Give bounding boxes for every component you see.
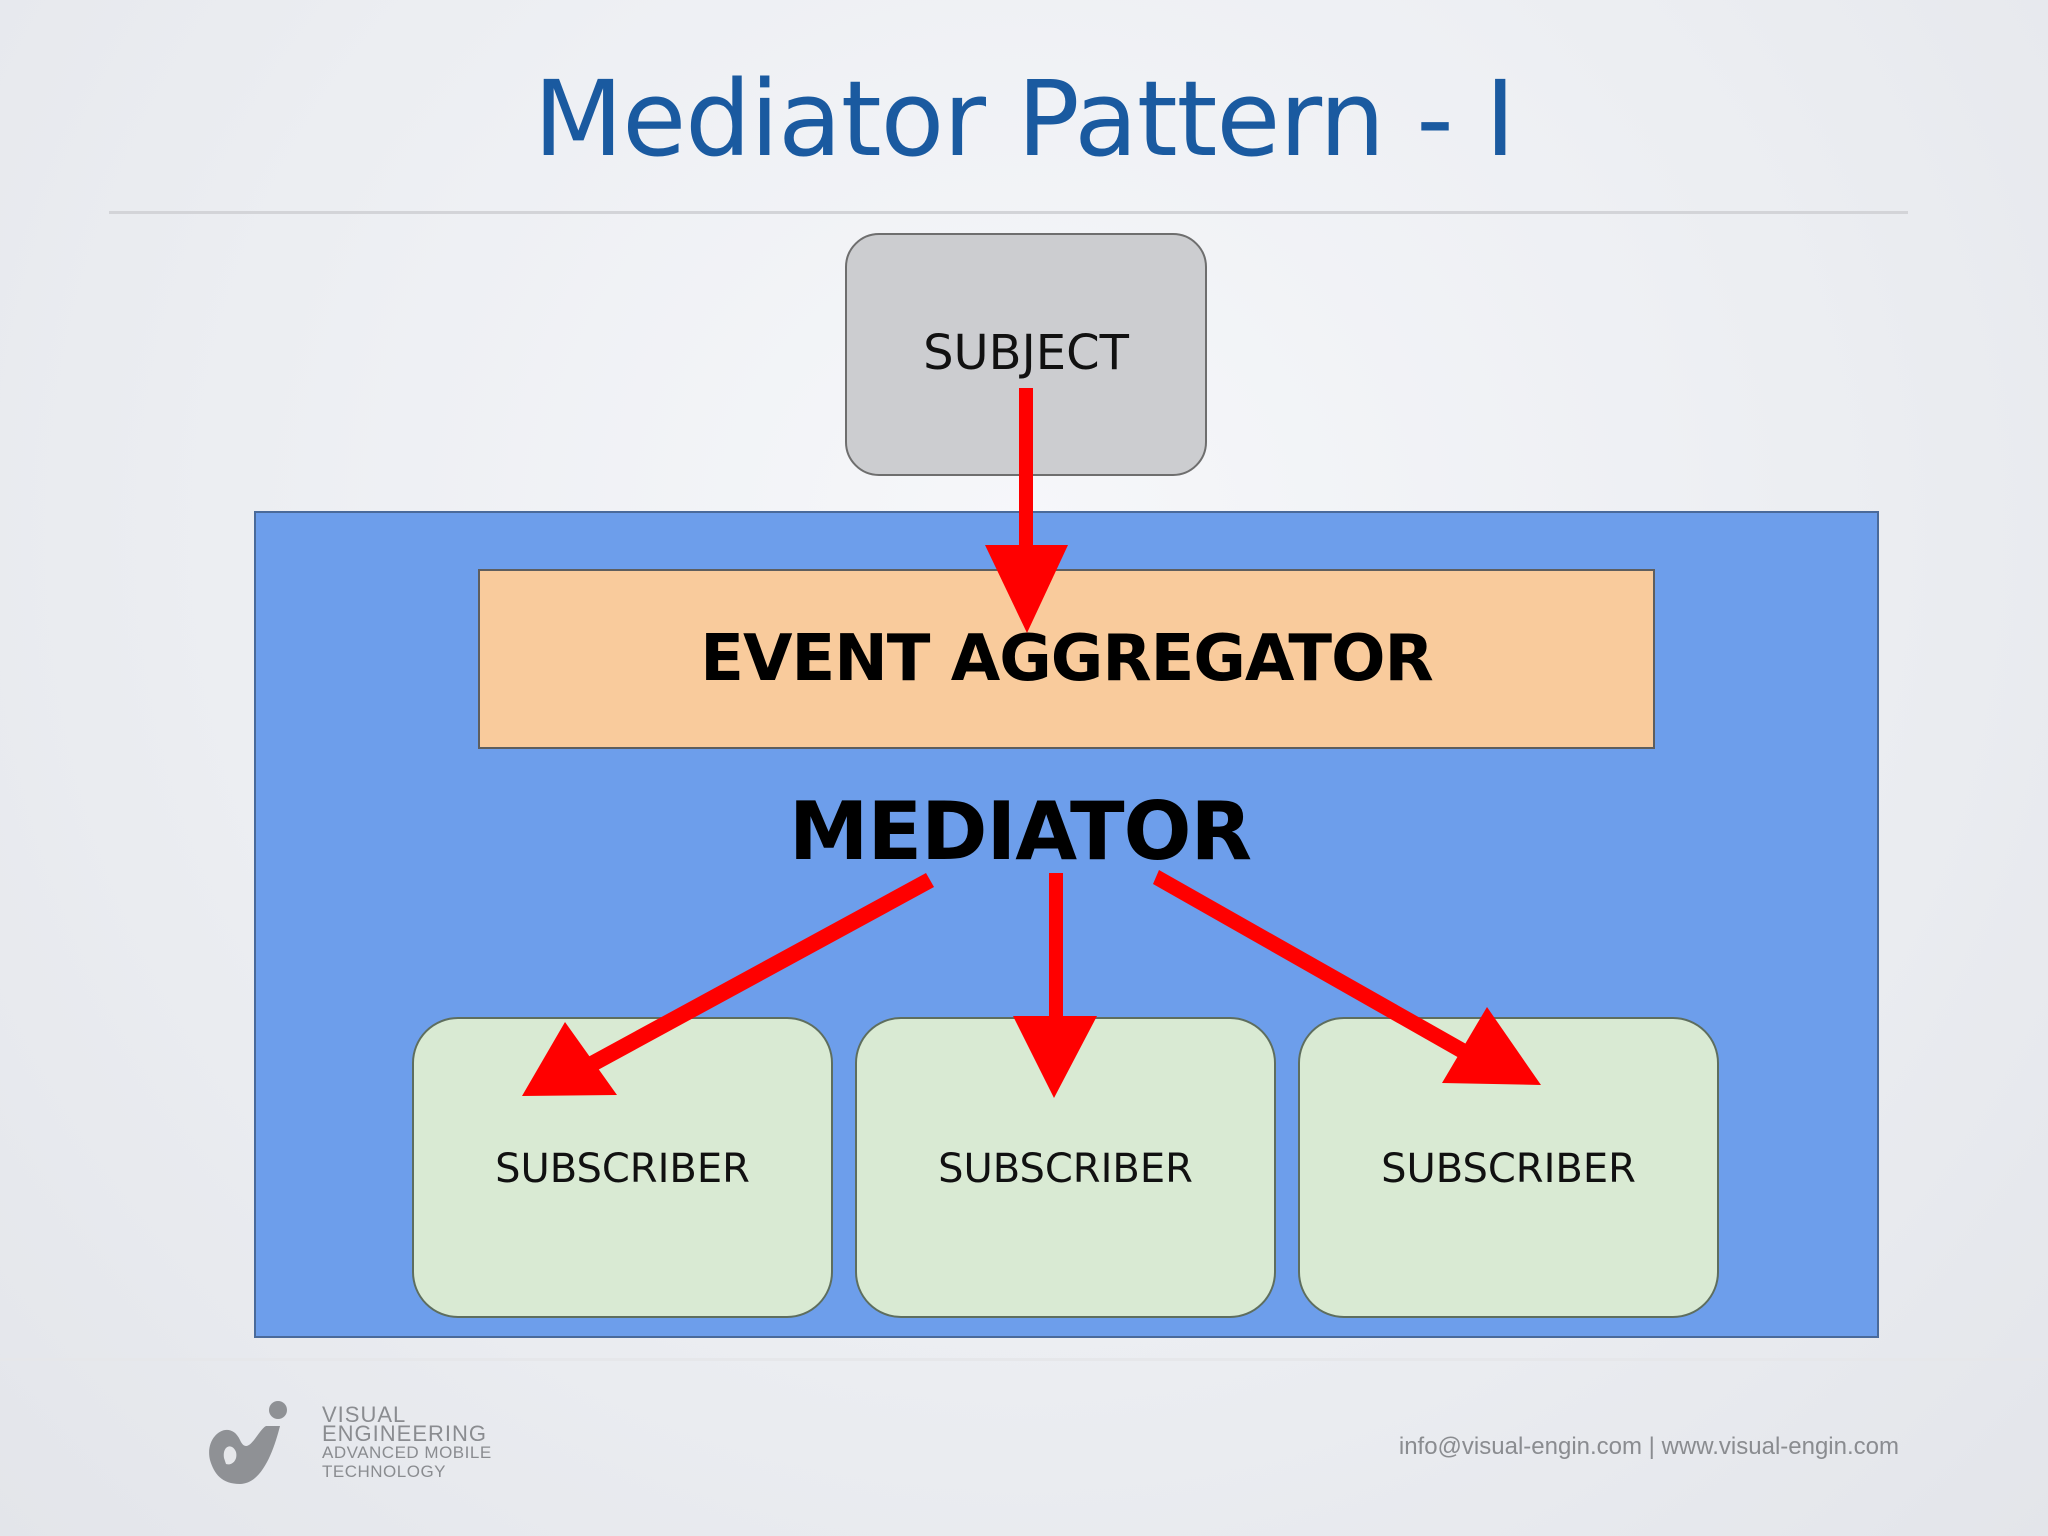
arrow-mediator-to-subscriber-2 bbox=[1049, 873, 1063, 1021]
event-aggregator-box bbox=[478, 569, 1655, 749]
subscriber-label-1: SUBSCRIBER bbox=[495, 1146, 750, 1192]
arrowhead-mediator-to-subscriber-3 bbox=[1442, 1007, 1541, 1085]
event-aggregator-label: EVENT AGGREGATOR bbox=[700, 622, 1434, 696]
arrowhead-subject-to-aggregator bbox=[985, 545, 1068, 633]
visual-engineering-logo-icon bbox=[209, 1401, 287, 1484]
arrow-mediator-to-subscriber-1 bbox=[588, 873, 934, 1071]
footer-divider bbox=[0, 1358, 2048, 1361]
logo-line-1: VISUAL bbox=[322, 1402, 407, 1427]
logo-line-4: TECHNOLOGY bbox=[322, 1462, 447, 1481]
contact-info: info@visual-engin.com | www.visual-engin… bbox=[1398, 1433, 1899, 1460]
subject-label: SUBJECT bbox=[923, 325, 1129, 381]
subscriber-box-1 bbox=[412, 1017, 833, 1318]
company-logo-text: VISUAL ENGINEERING ADVANCED MOBILE TECHN… bbox=[322, 1402, 492, 1482]
arrowhead-mediator-to-subscriber-2 bbox=[1013, 1016, 1097, 1098]
arrow-subject-to-aggregator bbox=[1019, 388, 1033, 548]
subscriber-label-2: SUBSCRIBER bbox=[938, 1146, 1193, 1192]
slide-title: Mediator Pattern - I bbox=[533, 58, 1515, 180]
arrow-mediator-to-subscriber-3 bbox=[1153, 870, 1475, 1063]
logo-line-2: ENGINEERING bbox=[322, 1421, 488, 1446]
logo-line-3: ADVANCED MOBILE bbox=[322, 1443, 492, 1462]
subscriber-label-3: SUBSCRIBER bbox=[1381, 1146, 1636, 1192]
title-divider bbox=[109, 211, 1908, 214]
arrowhead-mediator-to-subscriber-1 bbox=[522, 1022, 617, 1096]
mediator-label: MEDIATOR bbox=[788, 785, 1252, 878]
